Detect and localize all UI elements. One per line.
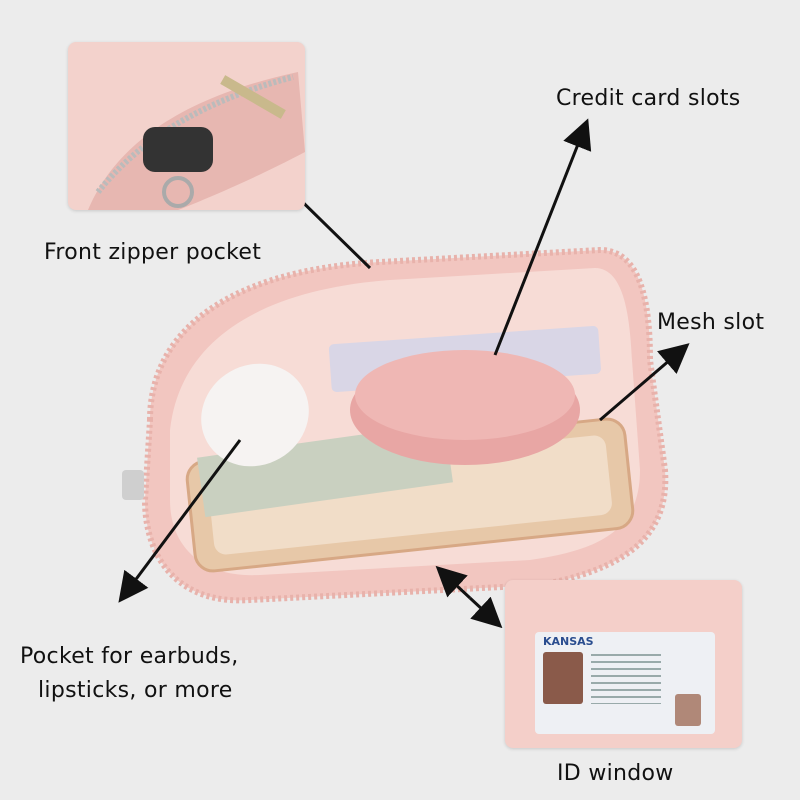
label-mesh-slot: Mesh slot	[657, 310, 765, 335]
label-id-window: ID window	[557, 761, 674, 786]
label-pocket-line1: Pocket for earbuds,	[20, 644, 239, 669]
arrow-pocket	[118, 439, 242, 603]
label-front-zipper-pocket: Front zipper pocket	[44, 240, 262, 265]
id-photo	[543, 652, 583, 704]
label-pocket-line2: lipsticks, or more	[38, 678, 233, 703]
arrow-mesh-slot	[599, 343, 690, 422]
arrow-id-window-b	[468, 596, 503, 629]
zipper-pull	[122, 470, 144, 500]
arrow-credit-card	[493, 118, 592, 356]
label-credit-card-slots: Credit card slots	[556, 86, 741, 111]
id-window-inset: KANSAS	[505, 580, 742, 748]
earbuds-case	[201, 363, 309, 467]
arrow-id-window-a	[435, 565, 472, 600]
front-zipper-inset	[68, 42, 305, 210]
id-card-state: KANSAS	[543, 635, 594, 648]
car-key	[143, 127, 213, 172]
